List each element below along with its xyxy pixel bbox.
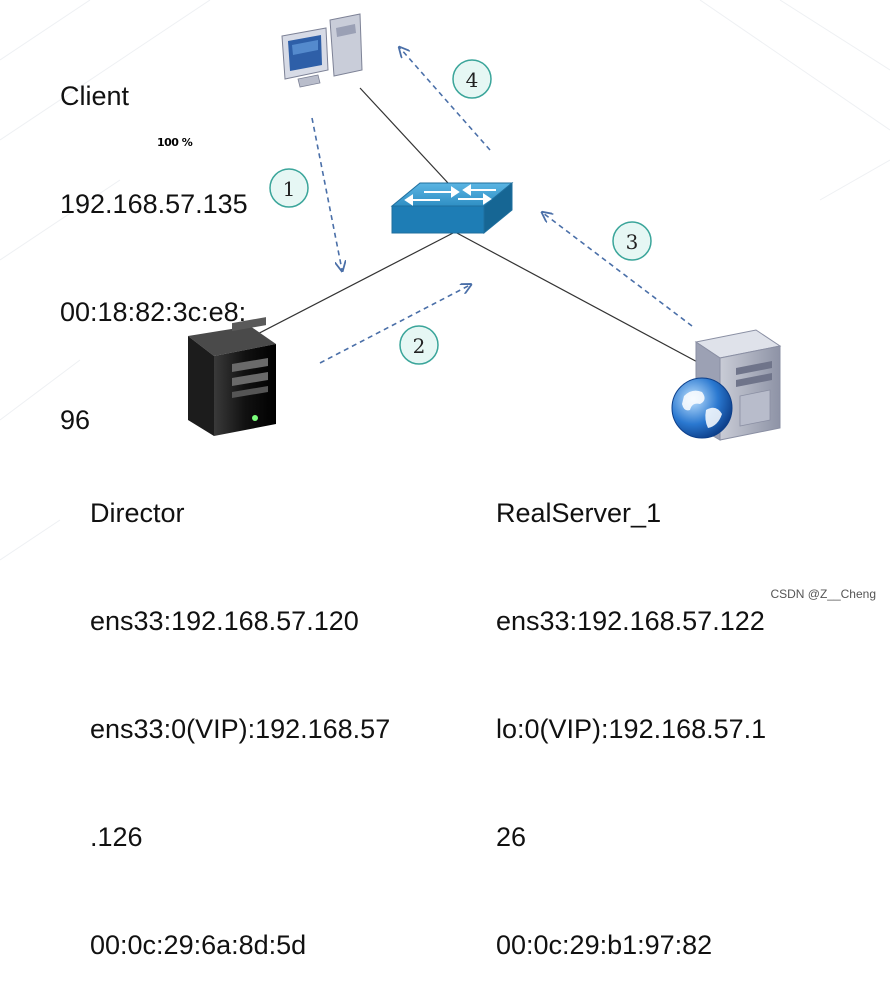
realserver-vip-line1: lo:0(VIP):192.168.57.1 bbox=[496, 714, 767, 744]
client-label: Client 192.168.57.135 00:18:82:3c:e8: 96 bbox=[60, 6, 248, 474]
realserver-vip-line2: 26 bbox=[496, 822, 527, 852]
director-vip-line1: ens33:0(VIP):192.168.57 bbox=[90, 714, 391, 744]
arrow-step-1 bbox=[311, 117, 342, 270]
web-server-icon bbox=[671, 329, 782, 441]
desktop-computer-icon bbox=[281, 13, 363, 88]
director-title: Director bbox=[90, 498, 185, 528]
arrow-step-4 bbox=[400, 48, 491, 151]
connection-lines bbox=[239, 87, 704, 366]
tower-server-icon bbox=[188, 317, 276, 436]
realserver-label: RealServer_1 ens33:192.168.57.122 lo:0(V… bbox=[496, 423, 766, 999]
realserver-title: RealServer_1 bbox=[496, 498, 662, 528]
step-2-label: 2 bbox=[413, 334, 426, 358]
realserver-ens33: ens33:192.168.57.122 bbox=[496, 606, 765, 636]
link-switch-realserver bbox=[454, 231, 704, 366]
network-diagram: 1 2 3 4 bbox=[188, 13, 782, 441]
director-vip-line2: .126 bbox=[90, 822, 143, 852]
realserver-mac: 00:0c:29:b1:97:82 bbox=[496, 930, 713, 960]
step-1-label: 1 bbox=[283, 177, 296, 201]
client-mac-line2: 96 bbox=[60, 405, 91, 435]
network-switch-icon bbox=[390, 181, 514, 235]
step-3-badge: 3 bbox=[612, 221, 652, 261]
director-label: Director ens33:192.168.57.120 ens33:0(VI… bbox=[90, 423, 390, 999]
step-1-badge: 1 bbox=[269, 168, 309, 208]
background-watermark bbox=[0, 0, 890, 561]
flow-arrows bbox=[311, 48, 693, 364]
overlay-percent: 100 % bbox=[157, 136, 193, 149]
step-2-badge: 2 bbox=[399, 325, 439, 365]
client-ip: 192.168.57.135 bbox=[60, 189, 248, 219]
step-4-label: 4 bbox=[466, 68, 479, 92]
step-4-badge: 4 bbox=[452, 59, 492, 99]
director-ens33: ens33:192.168.57.120 bbox=[90, 606, 359, 636]
credit-watermark: CSDN @Z__Cheng bbox=[770, 587, 876, 601]
link-client-switch bbox=[359, 87, 449, 184]
client-title: Client bbox=[60, 81, 130, 111]
link-switch-director bbox=[239, 231, 456, 344]
step-3-label: 3 bbox=[626, 230, 639, 254]
arrow-step-3 bbox=[543, 213, 693, 327]
client-mac-line1: 00:18:82:3c:e8: bbox=[60, 297, 247, 327]
arrow-step-2 bbox=[319, 285, 470, 364]
director-mac: 00:0c:29:6a:8d:5d bbox=[90, 930, 307, 960]
